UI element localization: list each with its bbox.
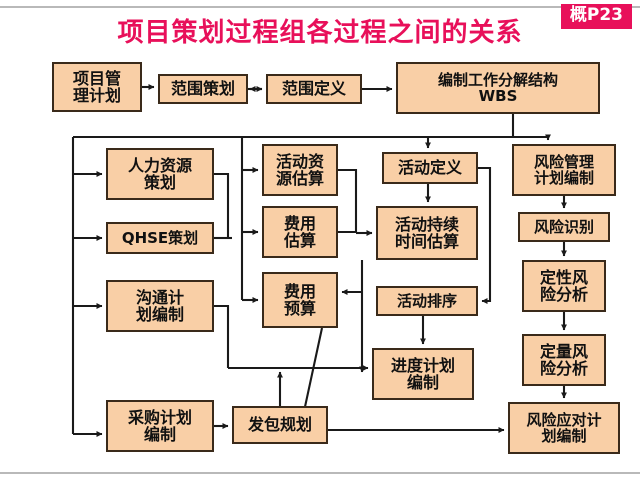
process-node-act_def[interactable]: 活动定义 [382,152,478,184]
top-divider-rule [0,6,640,8]
process-node-risk_ident[interactable]: 风险识别 [518,212,610,242]
process-node-cost_budget[interactable]: 费用 预算 [262,272,338,328]
process-node-hr_plan[interactable]: 人力资源 策划 [106,148,214,200]
process-node-risk_mgmt_plan[interactable]: 风险管理 计划编制 [512,144,616,196]
process-node-pm_plan[interactable]: 项目管 理计划 [52,62,142,112]
process-node-sched_plan[interactable]: 进度计划 编制 [372,348,474,400]
bottom-divider-rule [0,472,640,474]
slide-reference-badge: 概P23 [560,4,632,29]
process-node-comm_plan[interactable]: 沟通计 划编制 [106,280,214,332]
process-node-scope_def[interactable]: 范围定义 [266,74,362,104]
process-node-act_seq[interactable]: 活动排序 [376,286,478,316]
process-node-contract_plan[interactable]: 发包规划 [232,406,328,444]
process-node-qhse_plan[interactable]: QHSE策划 [106,222,214,254]
process-node-risk_resp[interactable]: 风险应对计 划编制 [508,402,620,454]
process-node-risk_quant[interactable]: 定量风 险分析 [522,334,606,386]
process-node-wbs[interactable]: 编制工作分解结构 WBS [396,62,600,114]
process-node-cost_est[interactable]: 费用 估算 [262,206,338,258]
process-node-act_res_est[interactable]: 活动资 源估算 [262,144,338,196]
process-node-proc_plan[interactable]: 采购计划 编制 [106,400,214,452]
process-node-risk_qual[interactable]: 定性风 险分析 [522,260,606,312]
process-node-act_dur_est[interactable]: 活动持续 时间估算 [376,206,478,260]
page-title: 项目策划过程组各过程之间的关系 [117,18,523,48]
process-node-scope_plan[interactable]: 范围策划 [158,74,248,104]
